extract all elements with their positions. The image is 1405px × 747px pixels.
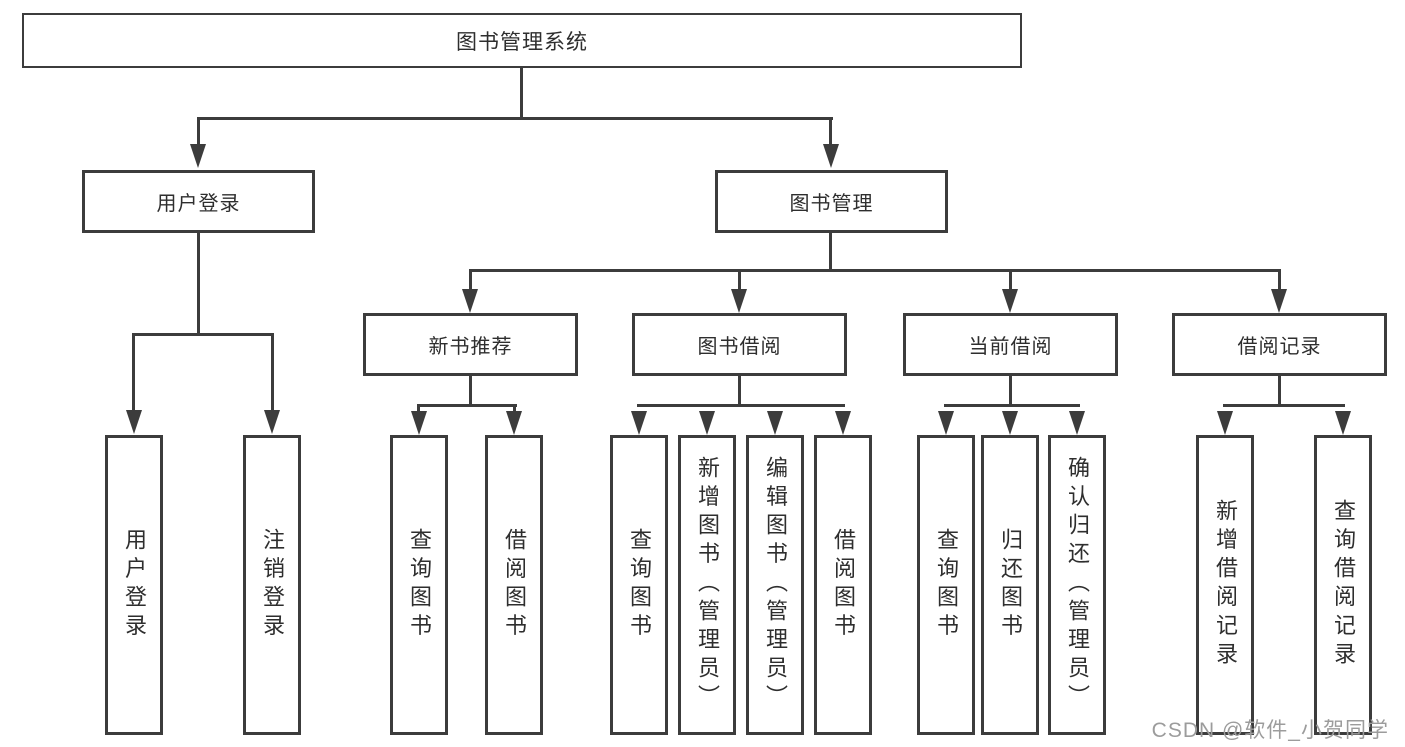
- connector-rec-group-stem: [469, 376, 472, 407]
- connector-leaf-user-login-stem: [132, 333, 135, 411]
- leaf-borrow-add-books-admin: 新增图书（管理员）: [678, 435, 736, 735]
- arrowhead-rec-borrow-icon: [506, 411, 522, 435]
- arrowhead-cb-return-icon: [1002, 411, 1018, 435]
- connector-borrow-stem: [738, 269, 741, 290]
- connector-root-stem: [520, 68, 523, 119]
- arrowhead-leaf-logout-icon: [264, 410, 280, 434]
- connector-level2-rail: [469, 269, 1281, 272]
- connector-rec-group-rail: [417, 404, 517, 407]
- arrowhead-user-login-icon: [190, 144, 206, 168]
- arrowhead-leaf-user-login-icon: [126, 410, 142, 434]
- leaf-current-return-books: 归还图书: [981, 435, 1039, 735]
- arrowhead-borrow-icon: [731, 289, 747, 313]
- leaf-records-query-record: 查询借阅记录: [1314, 435, 1372, 735]
- connector-leaf-logout-stem: [271, 333, 274, 411]
- connector-br-group-rail: [1223, 404, 1345, 407]
- leaf-current-confirm-return-admin: 确认归还（管理员）: [1048, 435, 1106, 735]
- arrowhead-bb-query-icon: [631, 411, 647, 435]
- arrowhead-current-icon: [1002, 289, 1018, 313]
- connector-cb-group-rail: [944, 404, 1080, 407]
- connector-mgmt-stem: [829, 233, 832, 272]
- arrowhead-br-add-icon: [1217, 411, 1233, 435]
- leaf-records-add-record: 新增借阅记录: [1196, 435, 1254, 735]
- connector-rec-query-stem: [417, 404, 420, 413]
- connector-bb-group-rail: [637, 404, 845, 407]
- connector-records-stem: [1278, 269, 1281, 290]
- arrowhead-cb-query-icon: [938, 411, 954, 435]
- leaf-recommend-query-books: 查询图书: [390, 435, 448, 735]
- arrowhead-cb-confirm-icon: [1069, 411, 1085, 435]
- connector-user-group-stem: [197, 233, 200, 336]
- connector-book-management-stem: [829, 117, 832, 145]
- watermark: CSDN @软件_小贺同学: [1151, 719, 1389, 742]
- arrowhead-rec-query-icon: [411, 411, 427, 435]
- leaf-borrow-query-books: 查询图书: [610, 435, 668, 735]
- leaf-recommend-borrow-books: 借阅图书: [485, 435, 543, 735]
- arrowhead-bb-borrow-icon: [835, 411, 851, 435]
- leaf-logout-login: 注销登录: [243, 435, 301, 735]
- leaf-borrow-borrow-books: 借阅图书: [814, 435, 872, 735]
- node-book-management: 图书管理: [715, 170, 948, 233]
- connector-rec-borrow-stem: [513, 404, 516, 413]
- arrowhead-bb-edit-icon: [767, 411, 783, 435]
- leaf-borrow-edit-books-admin: 编辑图书（管理员）: [746, 435, 804, 735]
- connector-level1-rail: [197, 117, 833, 120]
- connector-current-stem: [1009, 269, 1012, 290]
- arrowhead-records-icon: [1271, 289, 1287, 313]
- arrowhead-book-management-icon: [823, 144, 839, 168]
- arrowhead-br-query-icon: [1335, 411, 1351, 435]
- arrowhead-bb-add-icon: [699, 411, 715, 435]
- arrowhead-recommend-icon: [462, 289, 478, 313]
- connector-user-login-stem: [197, 117, 200, 145]
- node-current-borrow: 当前借阅: [903, 313, 1118, 376]
- node-user-login: 用户登录: [82, 170, 315, 233]
- connector-bb-group-stem: [738, 376, 741, 407]
- leaf-user-login: 用户登录: [105, 435, 163, 735]
- node-borrow-records: 借阅记录: [1172, 313, 1387, 376]
- node-new-book-recommend: 新书推荐: [363, 313, 578, 376]
- connector-br-group-stem: [1278, 376, 1281, 407]
- node-root: 图书管理系统: [22, 13, 1022, 68]
- node-book-borrow: 图书借阅: [632, 313, 847, 376]
- connector-recommend-stem: [469, 269, 472, 290]
- connector-cb-group-stem: [1009, 376, 1012, 407]
- leaf-current-query-books: 查询图书: [917, 435, 975, 735]
- connector-user-group-rail: [132, 333, 274, 336]
